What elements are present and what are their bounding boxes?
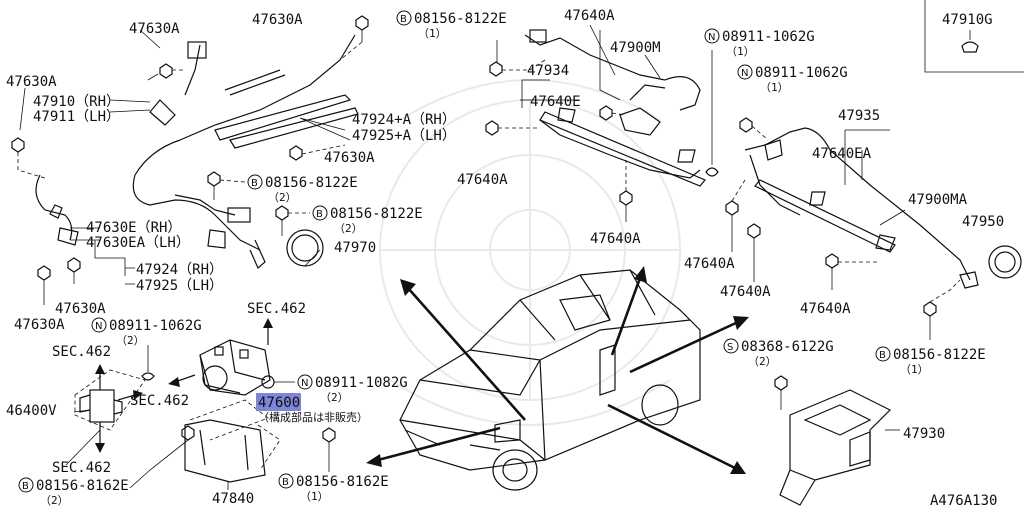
part-47970: 47970	[334, 240, 376, 256]
part-47935: 47935	[838, 108, 880, 124]
part-47911: 47911（LH）	[33, 109, 120, 125]
svg-text:08911-1062G: 08911-1062G	[722, 29, 815, 45]
callout-08911-1082G: N 08911-1082G （2）	[297, 374, 408, 404]
part-47640A-l: 47640A	[457, 172, 508, 188]
svg-text:08911-1082G: 08911-1082G	[315, 375, 408, 391]
part-47910G: 47910G	[942, 12, 993, 28]
leaders-left-top	[17, 29, 363, 305]
svg-text:08368-6122G: 08368-6122G	[741, 339, 834, 355]
svg-text:B: B	[316, 209, 323, 220]
svg-text:（2）: （2）	[334, 222, 363, 235]
svg-text:（2）: （2）	[40, 494, 69, 507]
svg-text:N: N	[301, 378, 308, 389]
part-47640EA: 47640EA	[812, 146, 872, 162]
part-47924A: 47924+A（RH）	[352, 112, 456, 128]
svg-text:N: N	[708, 32, 715, 43]
part-47925: 47925（LH）	[136, 278, 223, 294]
svg-text:（1）: （1）	[300, 490, 329, 503]
svg-text:08156-8162E: 08156-8162E	[36, 478, 129, 494]
sec-462-a: SEC.462	[247, 301, 306, 317]
sec-462-b: SEC.462	[52, 344, 111, 360]
svg-text:08156-8122E: 08156-8122E	[265, 175, 358, 191]
svg-text:08156-8122E: 08156-8122E	[414, 11, 507, 27]
bolts-left-top	[11, 15, 369, 284]
sec-462-d: SEC.462	[52, 460, 111, 476]
part-47640A-top: 47640A	[564, 8, 615, 24]
callout-08156-8162E-l: B 08156-8162E （2）	[18, 477, 129, 507]
part-47930: 47930	[903, 426, 945, 442]
part-47640E: 47640E	[530, 94, 581, 110]
part-47900MA: 47900MA	[908, 192, 968, 208]
callout-08156-8122E-r: B 08156-8122E （1）	[875, 346, 986, 376]
callout-08156-8122E-top: B 08156-8122E （1）	[396, 10, 507, 40]
svg-text:（1）: （1）	[760, 81, 789, 94]
svg-text:08156-8162E: 08156-8162E	[296, 474, 389, 490]
svg-text:N: N	[741, 68, 748, 79]
svg-text:08911-1062G: 08911-1062G	[109, 318, 202, 334]
svg-text:（2）: （2）	[748, 355, 777, 368]
part-47630EA: 47630EA（LH）	[86, 235, 190, 251]
callout-08156-8122E-mid1: B 08156-8122E （2）	[247, 174, 358, 204]
part-47600[interactable]: 47600	[258, 395, 300, 411]
part-47630A-1: 47630A	[129, 21, 180, 37]
bolts-top-center	[485, 61, 719, 222]
rear-harness-right	[744, 127, 1022, 289]
sec-arrows	[95, 318, 273, 453]
g-sensor-47930	[774, 375, 900, 506]
part-47640A-m: 47640A	[590, 231, 641, 247]
svg-text:08156-8122E: 08156-8122E	[330, 206, 423, 222]
callout-08156-8162E-m: B 08156-8162E （1）	[278, 473, 389, 503]
rear-harness-center	[524, 29, 706, 187]
part-47630A-5: 47630A	[55, 301, 106, 317]
callout-08368-6122G: S 08368-6122G （2）	[723, 338, 834, 368]
svg-text:N: N	[95, 321, 102, 332]
svg-text:（2）: （2）	[116, 334, 145, 347]
part-47950: 47950	[962, 214, 1004, 230]
part-47924: 47924（RH）	[136, 262, 223, 278]
part-47630A-6: 47630A	[14, 317, 65, 333]
callout-08156-8122E-mid2: B 08156-8122E （2）	[312, 205, 423, 235]
abs-actuator	[79, 339, 336, 483]
svg-text:S: S	[727, 342, 733, 353]
svg-text:（2）: （2）	[268, 191, 297, 204]
part-47630E: 47630E（RH）	[86, 220, 181, 236]
part-47934: 47934	[527, 63, 569, 79]
callout-08911-1062G-l: N 08911-1062G （2）	[91, 317, 202, 347]
part-47600-note: （構成部品は非販売）	[258, 410, 368, 424]
leaders-top-center	[496, 24, 713, 191]
highlight-47600	[256, 393, 301, 411]
svg-text:（1）: （1）	[726, 45, 755, 58]
part-47925A: 47925+A（LH）	[352, 128, 456, 144]
svg-text:B: B	[22, 481, 29, 492]
part-47900M: 47900M	[610, 40, 661, 56]
svg-text:B: B	[251, 178, 258, 189]
front-sensor-harness	[35, 34, 359, 269]
callout-08911-1062G-top: N 08911-1062G （1）	[704, 28, 815, 58]
part-47630A-4: 47630A	[324, 150, 375, 166]
part-46400V: 46400V	[6, 403, 57, 419]
callout-08911-1062G-r: N 08911-1062G （1）	[737, 64, 848, 94]
inset-box-47910G: 47910G	[924, 0, 1024, 73]
part-47630A-2: 47630A	[252, 12, 303, 28]
svg-text:（1）: （1）	[900, 363, 929, 376]
part-47910: 47910（RH）	[33, 94, 120, 110]
diagram-id: A476A130	[930, 493, 997, 509]
part-47640A-r1: 47640A	[684, 256, 735, 272]
svg-text:B: B	[282, 477, 289, 488]
svg-text:08156-8122E: 08156-8122E	[893, 347, 986, 363]
part-47640A-r3: 47640A	[800, 301, 851, 317]
part-47630A-3: 47630A	[6, 74, 57, 90]
leaders-right	[731, 125, 961, 340]
part-47640A-r2: 47640A	[720, 284, 771, 300]
svg-text:08911-1062G: 08911-1062G	[755, 65, 848, 81]
svg-text:（2）: （2）	[320, 391, 349, 404]
pointer-arrows	[366, 266, 749, 474]
svg-text:B: B	[400, 14, 407, 25]
vehicle-drawing	[399, 269, 701, 491]
svg-text:（1）: （1）	[418, 27, 447, 40]
svg-text:B: B	[879, 350, 886, 361]
part-47840: 47840	[212, 491, 254, 507]
sec-462-c: SEC.462	[130, 393, 189, 409]
